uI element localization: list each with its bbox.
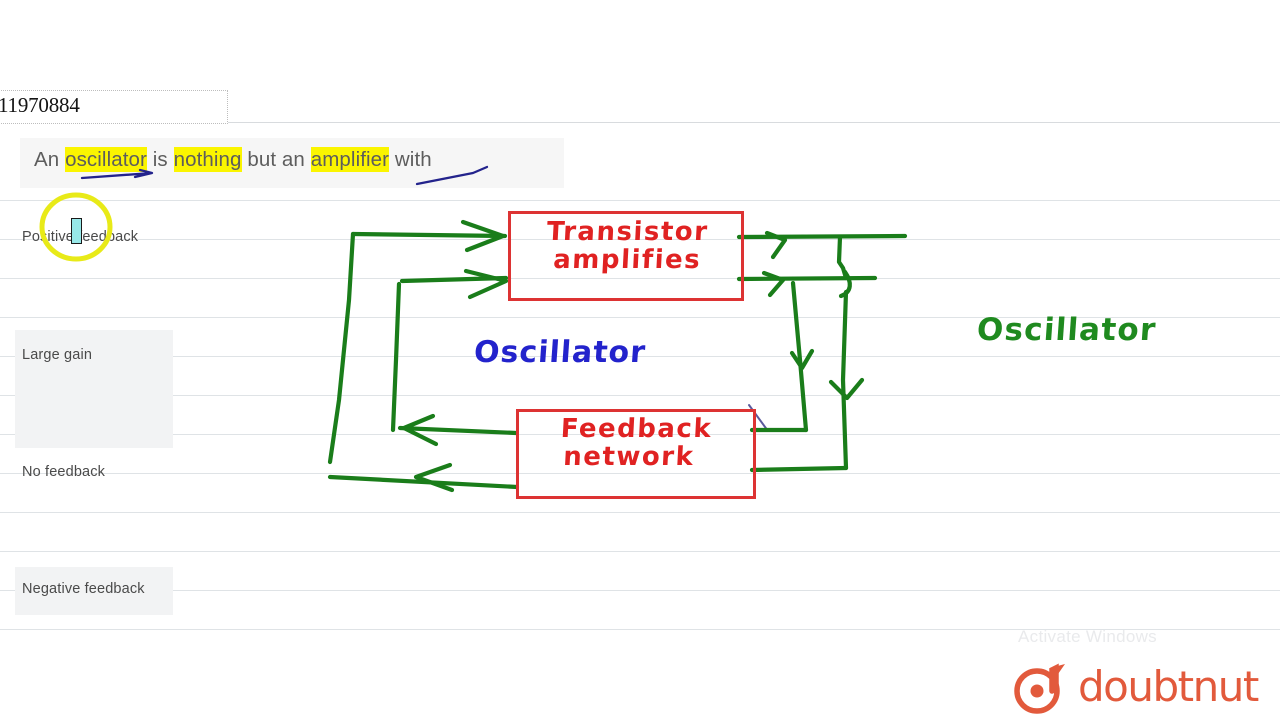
arrowhead-feedback-out-top — [401, 413, 439, 447]
wire-inner-left-riser — [390, 281, 402, 433]
activate-windows-watermark: Activate Windows — [1018, 627, 1157, 646]
wire-feedback-out-bottom — [327, 474, 520, 490]
question-part-prefix: An — [34, 148, 66, 171]
question-part-mid1: is — [146, 148, 174, 171]
feedback-network-box — [516, 409, 756, 499]
feedback-network-box-label: Feedback network — [559, 414, 713, 473]
wire-right-downleg-outer — [840, 289, 849, 471]
arrowhead-right-downleg-inner — [789, 348, 815, 371]
question-id-box — [0, 90, 228, 124]
feedback-box-label-line1: Feedback — [559, 414, 713, 444]
option-large-gain[interactable]: Large gain — [22, 347, 93, 363]
question-part-mid2: but an — [241, 148, 311, 171]
amplifier-box — [508, 211, 744, 301]
oscillator-label-green: Oscillator — [975, 312, 1158, 348]
wire-right-downleg-inner — [790, 280, 809, 433]
header-divider — [0, 122, 1280, 123]
wire-second-into-amplifier — [399, 275, 509, 284]
wire-right-node-curve — [838, 269, 852, 299]
arrowhead-feedback-out-bottom — [413, 462, 455, 493]
doubtnut-logo-icon — [1014, 663, 1065, 714]
doubtnut-logo-text: doubtnut — [1078, 662, 1259, 711]
question-id-label: 11970884 — [0, 93, 80, 117]
question-text: An oscillator is nothing but an amplifie… — [34, 147, 432, 172]
question-highlight-nothing: nothing — [173, 147, 242, 172]
doubtnut-logo: doubtnut — [1012, 660, 1259, 714]
wire-top-into-amplifier — [350, 231, 508, 239]
question-part-suffix: with — [389, 148, 432, 171]
amplifier-box-label-line2: amplifies — [552, 245, 702, 276]
arrowhead-amp-output-bottom — [761, 270, 786, 298]
wire-into-feedback-bottom — [749, 465, 849, 473]
text-cursor-caret — [71, 218, 82, 244]
arrowhead-second-into-amplifier — [463, 268, 509, 300]
amplifier-box-label-line1: Transistor — [545, 217, 710, 247]
oscillator-label-blue: Oscillator — [472, 335, 648, 370]
option-shade-large-gain — [15, 330, 173, 448]
wire-outer-left-riser — [327, 231, 356, 465]
wire-amp-output-bottom — [736, 275, 878, 282]
arrowhead-amp-output-top — [764, 230, 788, 260]
arrowhead-right-downleg-outer — [828, 377, 865, 401]
option-no-feedback[interactable]: No feedback — [22, 464, 106, 480]
wire-feedback-out-top — [397, 425, 519, 436]
amplifier-box-label: Transistor amplifies — [545, 217, 710, 276]
question-highlight-oscillator: oscillator — [65, 147, 147, 172]
feedback-box-label-line2: network — [562, 442, 696, 473]
option-shade-negative-feedback — [15, 567, 173, 615]
wire-right-node-jumper — [836, 234, 849, 281]
arrowhead-top-into-amplifier — [460, 219, 506, 253]
option-negative-feedback[interactable]: Negative feedback — [22, 581, 145, 597]
question-highlight-amplifier: amplifier — [310, 147, 390, 172]
wire-amp-output-top — [736, 233, 908, 240]
